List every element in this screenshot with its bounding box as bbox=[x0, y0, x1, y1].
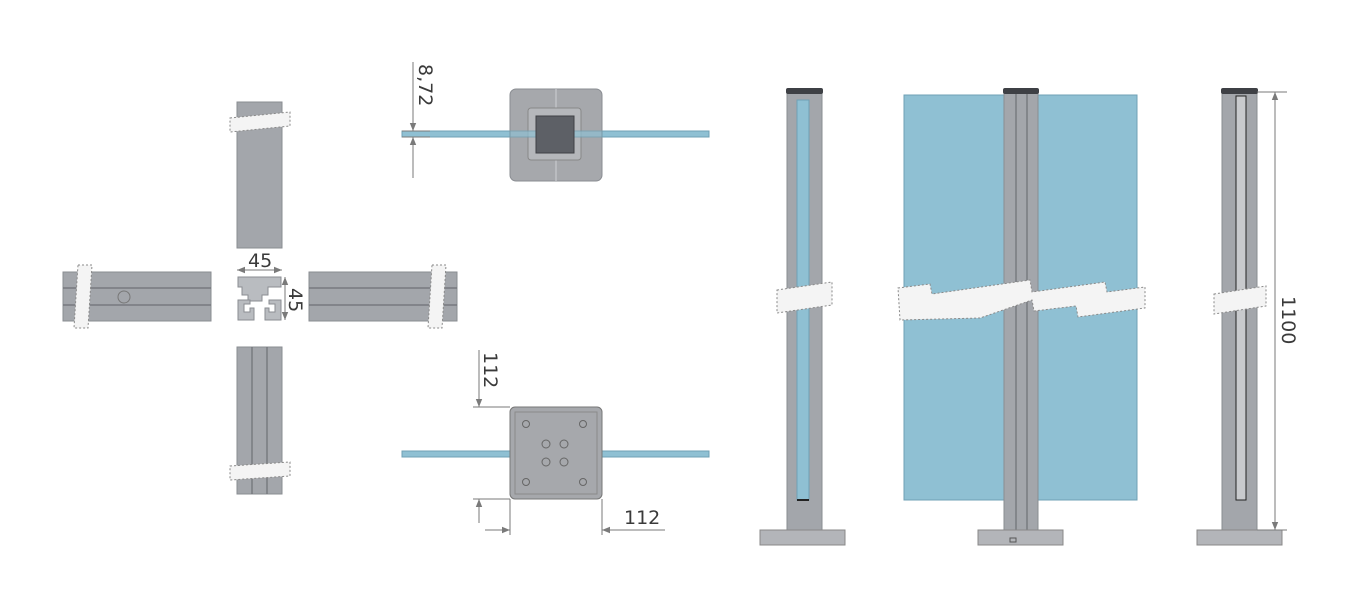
side-view-post-3: 1100 bbox=[1196, 88, 1299, 546]
dim-glass-thickness: 8,72 bbox=[414, 64, 436, 106]
dim-post-height: 1100 bbox=[1277, 296, 1299, 344]
profile-cross-section bbox=[237, 276, 282, 321]
dim-profile-height: 45 bbox=[284, 288, 306, 312]
top-post-section bbox=[229, 101, 291, 249]
side-view-post-1 bbox=[759, 88, 846, 546]
base-plate-view: 112 112 bbox=[401, 350, 710, 535]
right-rail-section bbox=[308, 264, 458, 329]
cross-profile-view: 45 45 bbox=[62, 101, 458, 495]
dim-profile-width: 45 bbox=[248, 250, 272, 272]
bottom-post-section bbox=[229, 346, 291, 495]
left-rail-section bbox=[62, 264, 212, 329]
top-view-post: 8,72 bbox=[401, 62, 710, 182]
dim-base-depth: 112 bbox=[479, 352, 501, 388]
side-view-post-with-glass bbox=[897, 88, 1146, 546]
dim-base-width: 112 bbox=[624, 507, 660, 529]
